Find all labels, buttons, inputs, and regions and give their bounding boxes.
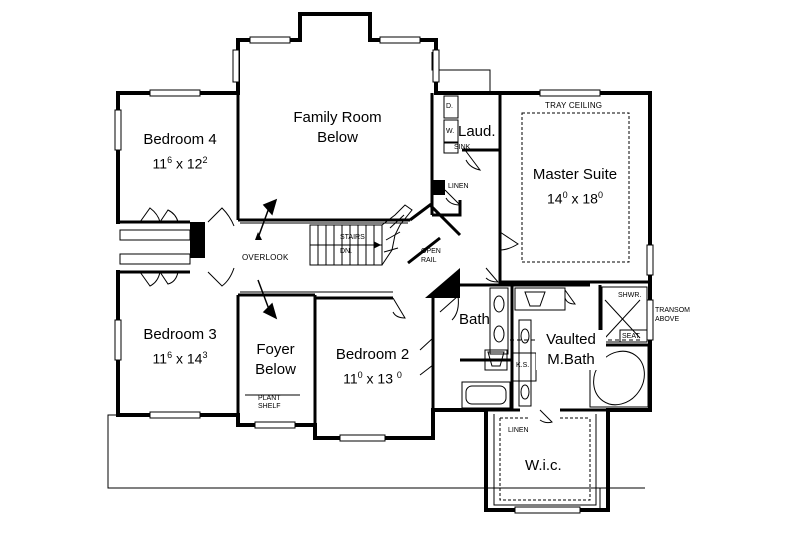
bedroom-4-dimensions: 116 x 122 bbox=[152, 155, 208, 172]
laundry-label: Laud. bbox=[458, 123, 496, 140]
master-suite-label: Master Suite 140 x 180 bbox=[525, 165, 625, 209]
master-bath-line2: M.Bath bbox=[547, 351, 595, 368]
roof-outline bbox=[431, 52, 491, 94]
open-rail-label-1: OPEN bbox=[421, 248, 441, 255]
overlook-label: OVERLOOK bbox=[242, 253, 289, 262]
wic-label: W.i.c. bbox=[525, 457, 562, 474]
wall-fill bbox=[425, 268, 460, 298]
view-arrows bbox=[257, 198, 278, 320]
bedroom-3-dimensions: 116 x 143 bbox=[152, 350, 208, 367]
sink-label: SINK bbox=[454, 144, 471, 151]
knee-space-label: K.S. bbox=[516, 362, 530, 369]
transom-label-2: ABOVE bbox=[655, 316, 680, 323]
overlook-rail bbox=[119, 222, 408, 293]
open-rail-label-2: RAIL bbox=[421, 257, 437, 264]
bedroom-3-label: Bedroom 3 116 x 143 bbox=[140, 325, 220, 369]
tray-ceiling-label: TRAY CEILING bbox=[545, 101, 603, 110]
tray-ceiling-outline bbox=[521, 112, 630, 263]
bedroom-4-name: Bedroom 4 bbox=[143, 131, 217, 148]
plant-shelf-label-2: SHELF bbox=[258, 403, 281, 410]
washer-label: W. bbox=[446, 128, 455, 135]
family-room-label: Family Room Below bbox=[290, 108, 385, 148]
plant-shelf-label-1: PLANT bbox=[258, 395, 281, 402]
seat-label: SEAT bbox=[622, 333, 640, 340]
arrow-tip bbox=[255, 232, 262, 240]
wall-post bbox=[190, 222, 205, 258]
door-swings bbox=[139, 149, 576, 424]
linen-label-wic: LINEN bbox=[508, 427, 529, 434]
family-room-note: Below bbox=[317, 129, 358, 146]
laundry-appliances bbox=[443, 95, 459, 154]
wic-walls bbox=[493, 414, 597, 506]
transom-label-1: TRANSOM bbox=[655, 307, 690, 314]
stairs-dn-label: DN. bbox=[340, 248, 353, 255]
bedroom-2-label: Bedroom 2 110 x 13 0 bbox=[330, 345, 415, 389]
bedroom-2-name: Bedroom 2 bbox=[335, 346, 410, 363]
master-bath-label: Vaulted M.Bath bbox=[536, 330, 606, 370]
dryer-label: D. bbox=[446, 103, 453, 110]
foyer-name: Foyer bbox=[256, 341, 295, 358]
open-rail bbox=[407, 203, 462, 265]
windows bbox=[114, 36, 654, 514]
linen-label-laundry: LINEN bbox=[448, 183, 469, 190]
family-room-name: Family Room bbox=[293, 109, 382, 126]
foyer-label: Foyer Below bbox=[248, 340, 303, 380]
bedroom-3-name: Bedroom 3 bbox=[143, 326, 217, 343]
master-suite-dimensions: 140 x 180 bbox=[547, 190, 603, 207]
stairs-arrow bbox=[322, 241, 382, 249]
wall-fill bbox=[432, 180, 445, 195]
bedroom-4-label: Bedroom 4 116 x 122 bbox=[140, 130, 220, 174]
master-suite-name: Master Suite bbox=[532, 166, 618, 183]
shower-label: SHWR. bbox=[618, 292, 642, 299]
foyer-note: Below bbox=[255, 361, 296, 378]
roof-outline bbox=[107, 414, 601, 510]
bath-label: Bath bbox=[459, 311, 490, 328]
wic-shelving bbox=[499, 417, 591, 501]
master-bath-line1: Vaulted bbox=[546, 331, 596, 348]
stairs-label: STAIRS bbox=[340, 234, 365, 241]
bedroom-2-dimensions: 110 x 13 0 bbox=[343, 370, 402, 387]
